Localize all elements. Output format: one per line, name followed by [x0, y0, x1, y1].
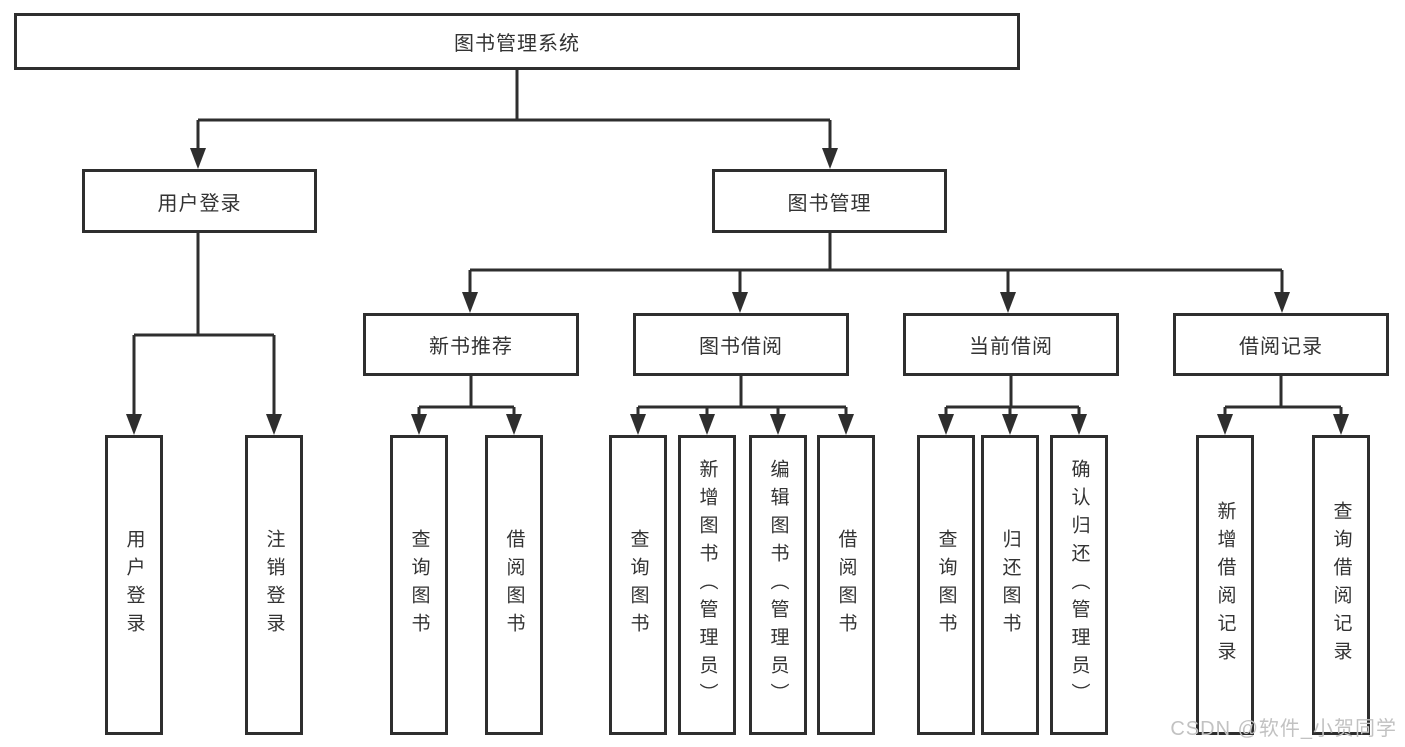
node-label: 借阅图书	[835, 529, 857, 641]
node-add-books-admin: 新增图书（管理员）	[678, 435, 736, 735]
node-current-borrowing: 当前借阅	[903, 313, 1119, 376]
node-book-borrowing: 图书借阅	[633, 313, 849, 376]
node-borrow-books-recommend: 借阅图书	[485, 435, 543, 735]
node-label: 用户登录	[123, 529, 145, 641]
node-library-management-system: 图书管理系统	[14, 13, 1020, 70]
node-label: 借阅图书	[503, 529, 525, 641]
node-label: 新增借阅记录	[1214, 501, 1236, 669]
node-label: 查询图书	[408, 529, 430, 641]
node-label: 归还图书	[999, 529, 1021, 641]
node-label: 查询借阅记录	[1330, 501, 1352, 669]
node-borrowing-records: 借阅记录	[1173, 313, 1389, 376]
node-query-books-recommend: 查询图书	[390, 435, 448, 735]
node-label: 查询图书	[935, 529, 957, 641]
node-label: 编辑图书（管理员）	[767, 459, 789, 711]
node-label: 确认归还（管理员）	[1068, 459, 1090, 711]
node-confirm-return-admin: 确认归还（管理员）	[1050, 435, 1108, 735]
node-label: 新增图书（管理员）	[696, 459, 718, 711]
node-query-borrow-record: 查询借阅记录	[1312, 435, 1370, 735]
node-label: 注销登录	[263, 529, 285, 641]
node-add-borrow-record: 新增借阅记录	[1196, 435, 1254, 735]
node-query-books-current: 查询图书	[917, 435, 975, 735]
node-user-login: 用户登录	[82, 169, 317, 233]
node-borrow-books-leaf: 借阅图书	[817, 435, 875, 735]
node-query-books-borrow: 查询图书	[609, 435, 667, 735]
watermark: CSDN @软件_小贺同学	[1170, 718, 1397, 740]
node-label: 查询图书	[627, 529, 649, 641]
node-logout-leaf: 注销登录	[245, 435, 303, 735]
node-edit-books-admin: 编辑图书（管理员）	[749, 435, 807, 735]
node-new-book-recommendation: 新书推荐	[363, 313, 579, 376]
node-book-management: 图书管理	[712, 169, 947, 233]
node-return-books: 归还图书	[981, 435, 1039, 735]
node-user-login-leaf: 用户登录	[105, 435, 163, 735]
arrowheads	[126, 148, 1349, 435]
